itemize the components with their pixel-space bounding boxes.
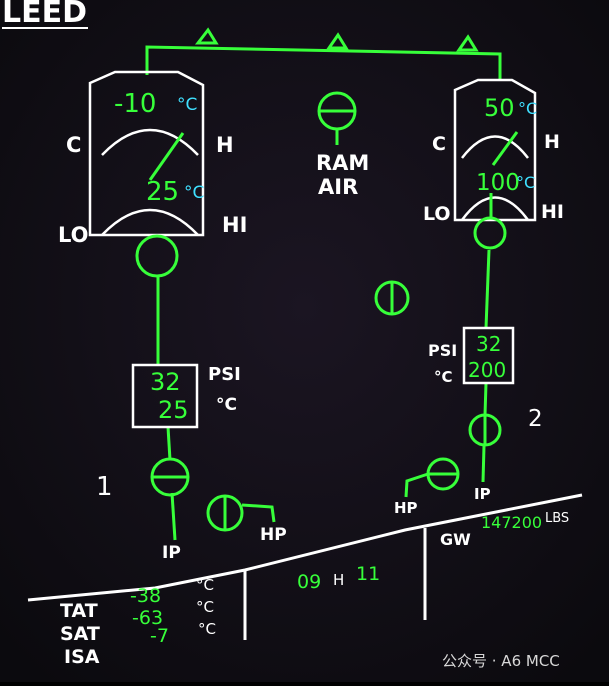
right-duct <box>404 193 507 498</box>
left-duct <box>135 234 276 541</box>
right-lower-unit: °C <box>516 173 535 192</box>
left-psi-box <box>131 363 199 429</box>
right-hot-label: H <box>544 131 560 153</box>
left-cold-label: C <box>66 133 81 157</box>
left-hot-label: H <box>216 133 234 157</box>
right-lo-label: LO <box>423 203 451 225</box>
tat-value: -38 <box>130 585 161 607</box>
left-upper-temp: -10 <box>114 89 156 119</box>
right-temp-value: 200 <box>468 358 506 382</box>
right-ip-label: IP <box>474 485 491 503</box>
ram-air-label-line1: RAM <box>316 151 369 175</box>
right-pack-valve-icon <box>473 216 507 250</box>
right-engine-number: 2 <box>528 406 543 432</box>
left-ip-label: IP <box>162 543 181 563</box>
right-upper-temp: 50 <box>484 94 515 122</box>
flow-triangle-icon <box>194 27 219 45</box>
page-title: LEED <box>2 0 87 30</box>
left-engine-number: 1 <box>96 472 113 502</box>
right-psi-value: 32 <box>476 332 501 356</box>
gw-label: GW <box>440 530 471 549</box>
sat-unit: °C <box>196 598 214 616</box>
left-pack-valve-icon <box>135 234 179 278</box>
left-psi-value: 32 <box>150 368 181 396</box>
left-temp-label: °C <box>216 395 237 415</box>
right-pack-gauge <box>453 78 537 222</box>
right-lower-temp: 100 <box>476 170 520 196</box>
right-hp-label: HP <box>394 499 418 517</box>
isa-value: -7 <box>150 625 169 647</box>
ram-air-label-line2: AIR <box>318 175 358 199</box>
watermark: 公众号 · A6 MCC <box>442 652 560 670</box>
left-temp-needle <box>148 132 185 181</box>
left-upper-unit: °C <box>177 95 197 115</box>
tat-label: TAT <box>60 600 98 622</box>
time-minutes: 11 <box>356 563 380 585</box>
left-hi-label: HI <box>222 213 247 237</box>
right-hi-label: HI <box>541 201 564 223</box>
bottom-status-frame <box>27 493 583 640</box>
left-psi-label: PSI <box>208 364 241 385</box>
right-cold-label: C <box>432 133 446 155</box>
time-separator: H <box>333 571 344 589</box>
right-upper-unit: °C <box>518 99 537 118</box>
flow-triangle-icon <box>326 32 349 50</box>
gw-value: 147200 <box>481 513 542 532</box>
left-lo-label: LO <box>58 223 89 247</box>
sat-label: SAT <box>60 623 100 645</box>
bleed-manifold <box>145 27 502 80</box>
crossbleed-valve <box>374 280 410 316</box>
left-hp-label: HP <box>260 525 287 545</box>
flow-triangle-icon <box>456 34 479 52</box>
right-psi-label: PSI <box>428 341 457 360</box>
gw-unit: LBS <box>545 511 569 526</box>
ram-air-valve <box>317 91 357 145</box>
right-temp-needle <box>491 131 519 166</box>
tat-unit: °C <box>196 576 214 594</box>
left-ip-valve-icon <box>150 457 190 497</box>
time-hours: 09 <box>297 571 321 593</box>
isa-unit: °C <box>198 620 216 638</box>
sat-value: -63 <box>132 607 163 629</box>
right-temp-label: °C <box>434 368 453 386</box>
left-lower-unit: °C <box>184 183 204 203</box>
right-psi-box <box>462 326 515 385</box>
isa-label: ISA <box>64 646 100 668</box>
left-lower-temp: 25 <box>146 177 179 207</box>
left-pack-gauge <box>88 70 205 237</box>
left-temp-value: 25 <box>158 396 189 424</box>
